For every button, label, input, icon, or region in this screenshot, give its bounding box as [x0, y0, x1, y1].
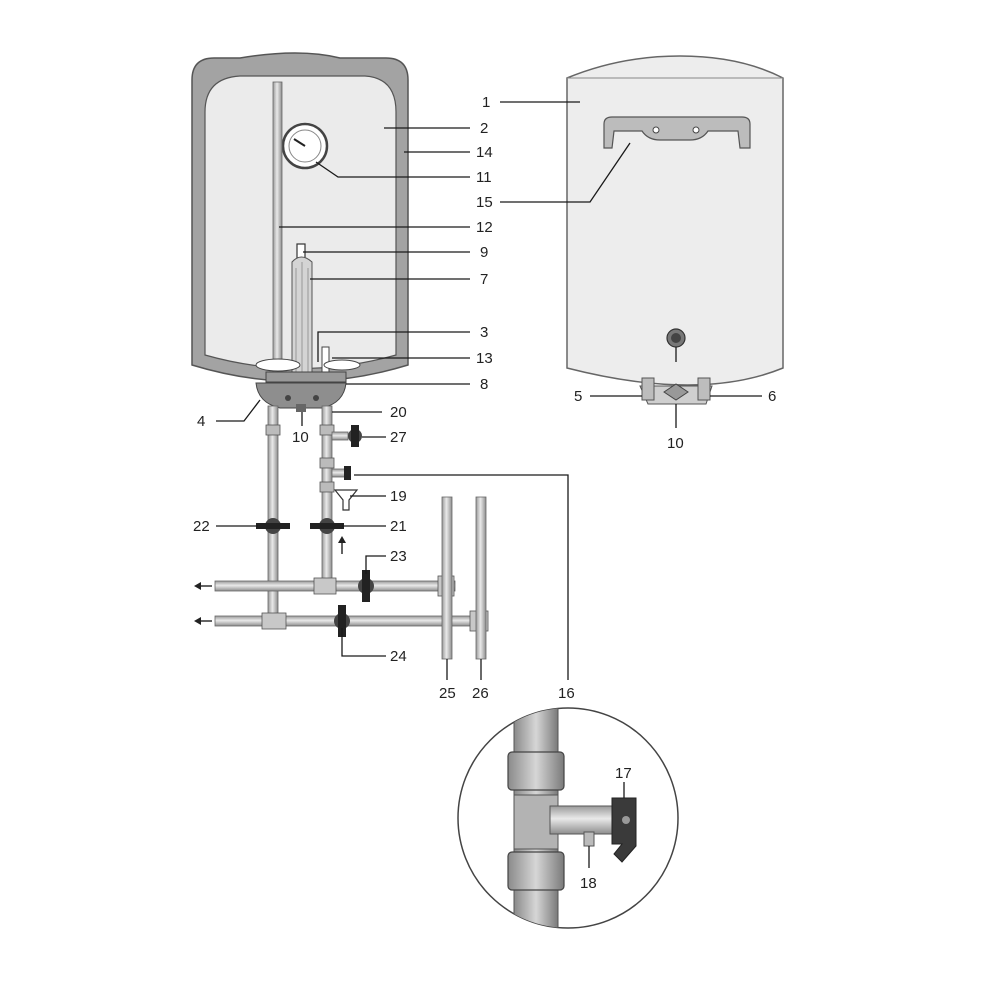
outlet-arrow-lower: [194, 617, 212, 625]
label-3: 3: [480, 324, 488, 341]
leader-4: [216, 399, 261, 422]
leader-24: [341, 628, 386, 657]
leader-16: [354, 474, 569, 680]
label-15: 15: [476, 194, 493, 211]
label-16: 16: [558, 685, 575, 702]
cover-screw-left: [285, 395, 291, 401]
drain-valve-27[interactable]: [348, 425, 362, 447]
label-6: 6: [768, 388, 776, 405]
heating-element: [291, 243, 313, 376]
outlet-arrow-upper: [194, 582, 212, 590]
upper-tee: [313, 577, 337, 595]
leader-11: [315, 161, 470, 178]
label-10-left: 10: [292, 429, 309, 446]
label-17: 17: [615, 765, 632, 782]
union-nut: [265, 424, 281, 436]
leader-15: [500, 142, 631, 203]
riser-26: [475, 496, 487, 660]
thermometer-icon: [281, 122, 329, 170]
label-1: 1: [482, 94, 490, 111]
leader-23: [365, 555, 386, 574]
label-18: 18: [580, 875, 597, 892]
label-19: 19: [390, 488, 407, 505]
label-8: 8: [480, 376, 488, 393]
safety-valve[interactable]: [344, 466, 351, 480]
label-9: 9: [480, 244, 488, 261]
detail-branch: [549, 805, 613, 835]
diffuser-plate-right: [323, 359, 361, 371]
bracket-hole-right: [692, 126, 700, 134]
label-5: 5: [574, 388, 582, 405]
plumbing: [194, 405, 489, 660]
heater-front-view: [566, 55, 784, 405]
label-14: 14: [476, 144, 493, 161]
label-7: 7: [480, 271, 488, 288]
heater-section: [191, 52, 409, 412]
label-22: 22: [193, 518, 210, 535]
label-10-right: 10: [667, 435, 684, 452]
flange: [265, 371, 347, 383]
label-11: 11: [476, 169, 492, 186]
safety-valve-lever[interactable]: [611, 797, 637, 863]
riser-25: [441, 496, 453, 660]
callout-labels: 1 2 14 11 15 12 9 7 3 13 8 4 10 20 27 19…: [193, 94, 776, 892]
inlet-tee: [319, 424, 335, 436]
detail-nut-bottom: [507, 851, 565, 891]
label-12: 12: [476, 219, 493, 236]
shutoff-valve-21[interactable]: [310, 518, 344, 534]
label-20: 20: [390, 404, 407, 421]
detail-circle: [457, 707, 679, 929]
cold-inlet-fitting: [641, 377, 655, 401]
label-2: 2: [480, 120, 488, 137]
label-25: 25: [439, 685, 456, 702]
lever-pivot: [622, 816, 630, 824]
diffuser-plate: [255, 358, 301, 372]
label-24: 24: [390, 648, 407, 665]
shutoff-valve-22[interactable]: [256, 518, 290, 534]
safety-branch: [331, 468, 347, 478]
label-21: 21: [390, 518, 407, 535]
label-13: 13: [476, 350, 493, 367]
label-27: 27: [390, 429, 407, 446]
label-4: 4: [197, 413, 205, 430]
bracket-hole-left: [652, 126, 660, 134]
valve-24[interactable]: [334, 605, 350, 637]
label-23: 23: [390, 548, 407, 565]
leader-lines: [216, 101, 762, 868]
thermostat-knob[interactable]: [666, 328, 686, 348]
hot-outlet-fitting: [697, 377, 711, 401]
label-26: 26: [472, 685, 489, 702]
lower-tee: [261, 612, 287, 630]
drain-branch: [331, 431, 349, 441]
inlet-union: [319, 457, 335, 469]
detail-nut-top: [507, 751, 565, 791]
cover-screw-right: [313, 395, 319, 401]
leader-3: [317, 331, 470, 362]
indicator-lamp: [296, 404, 306, 412]
valve-23[interactable]: [358, 570, 374, 602]
detail-drain-nozzle: [583, 831, 595, 847]
mounting-bracket[interactable]: [603, 116, 751, 149]
center-indicator: [663, 383, 689, 401]
inlet-flow-arrow: [338, 536, 346, 554]
drain-funnel: [333, 489, 359, 511]
relief-tee: [319, 481, 335, 493]
front-body: [566, 55, 784, 386]
